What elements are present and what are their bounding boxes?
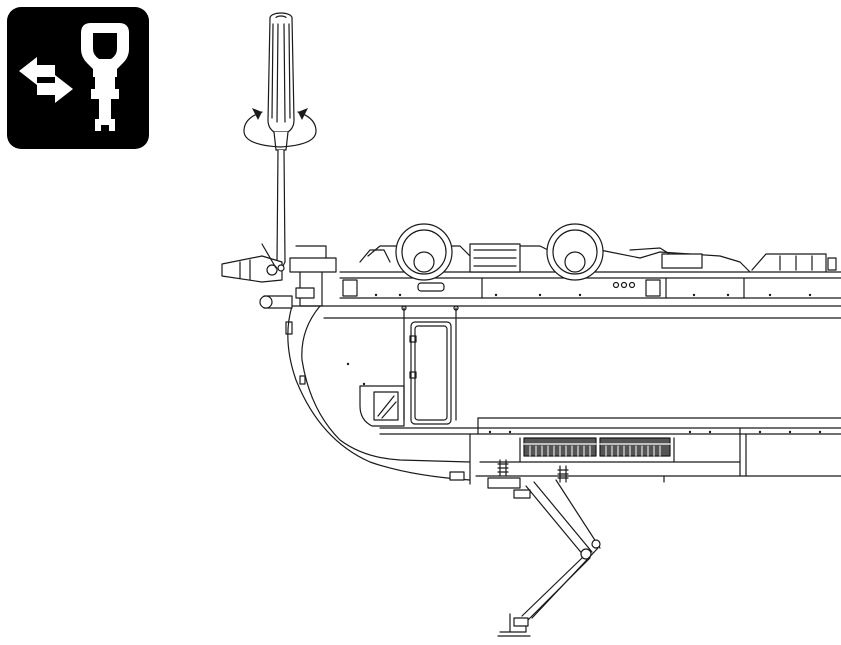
bogie-assembly [359, 223, 837, 281]
replacement-badge [7, 7, 149, 149]
underfloor-grilles [479, 430, 822, 463]
hanging-arm-linkage [449, 459, 665, 637]
arrow-right-icon [37, 75, 73, 103]
rotation-arrows-icon [243, 108, 317, 148]
screwdriver-icon [267, 12, 295, 271]
arrow-left-icon [19, 57, 55, 85]
swap-arrows-and-key-icon [19, 23, 129, 131]
key-handle-icon [81, 23, 129, 131]
